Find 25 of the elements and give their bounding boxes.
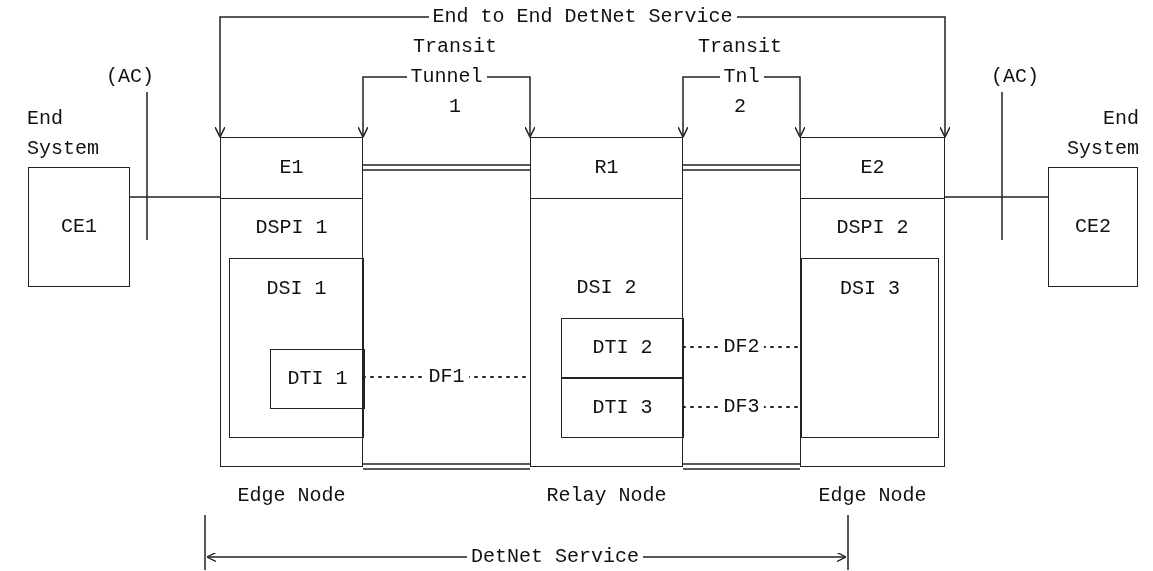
instance-box xyxy=(561,318,684,378)
node-caption: Edge Node xyxy=(237,484,346,508)
instance-label: DSI 2 xyxy=(576,276,637,300)
instance-box xyxy=(801,258,939,438)
node-caption: Relay Node xyxy=(546,484,667,508)
device-heading: End System xyxy=(27,106,100,162)
instance-label: DSPI 2 xyxy=(836,216,909,240)
node-caption: Edge Node xyxy=(818,484,927,508)
device-label: CE1 xyxy=(61,215,97,239)
instance-label: DSI 1 xyxy=(266,277,327,301)
instance-box xyxy=(561,378,684,438)
device-heading: End System xyxy=(1066,106,1139,162)
connector-line xyxy=(129,196,221,198)
instance-label: DTI 2 xyxy=(592,336,653,360)
connector-line xyxy=(944,196,1049,198)
instance-label: DTI 1 xyxy=(287,367,348,391)
device-label: CE2 xyxy=(1075,215,1111,239)
instance-box xyxy=(229,258,364,438)
instance-box xyxy=(270,349,365,409)
instance-label: DTI 3 xyxy=(592,396,653,420)
node-title: R1 xyxy=(594,156,619,180)
node-title: E2 xyxy=(860,156,885,180)
instance-label: DSPI 1 xyxy=(255,216,328,240)
node-title: E1 xyxy=(279,156,304,180)
instance-label: DSI 3 xyxy=(840,277,900,301)
